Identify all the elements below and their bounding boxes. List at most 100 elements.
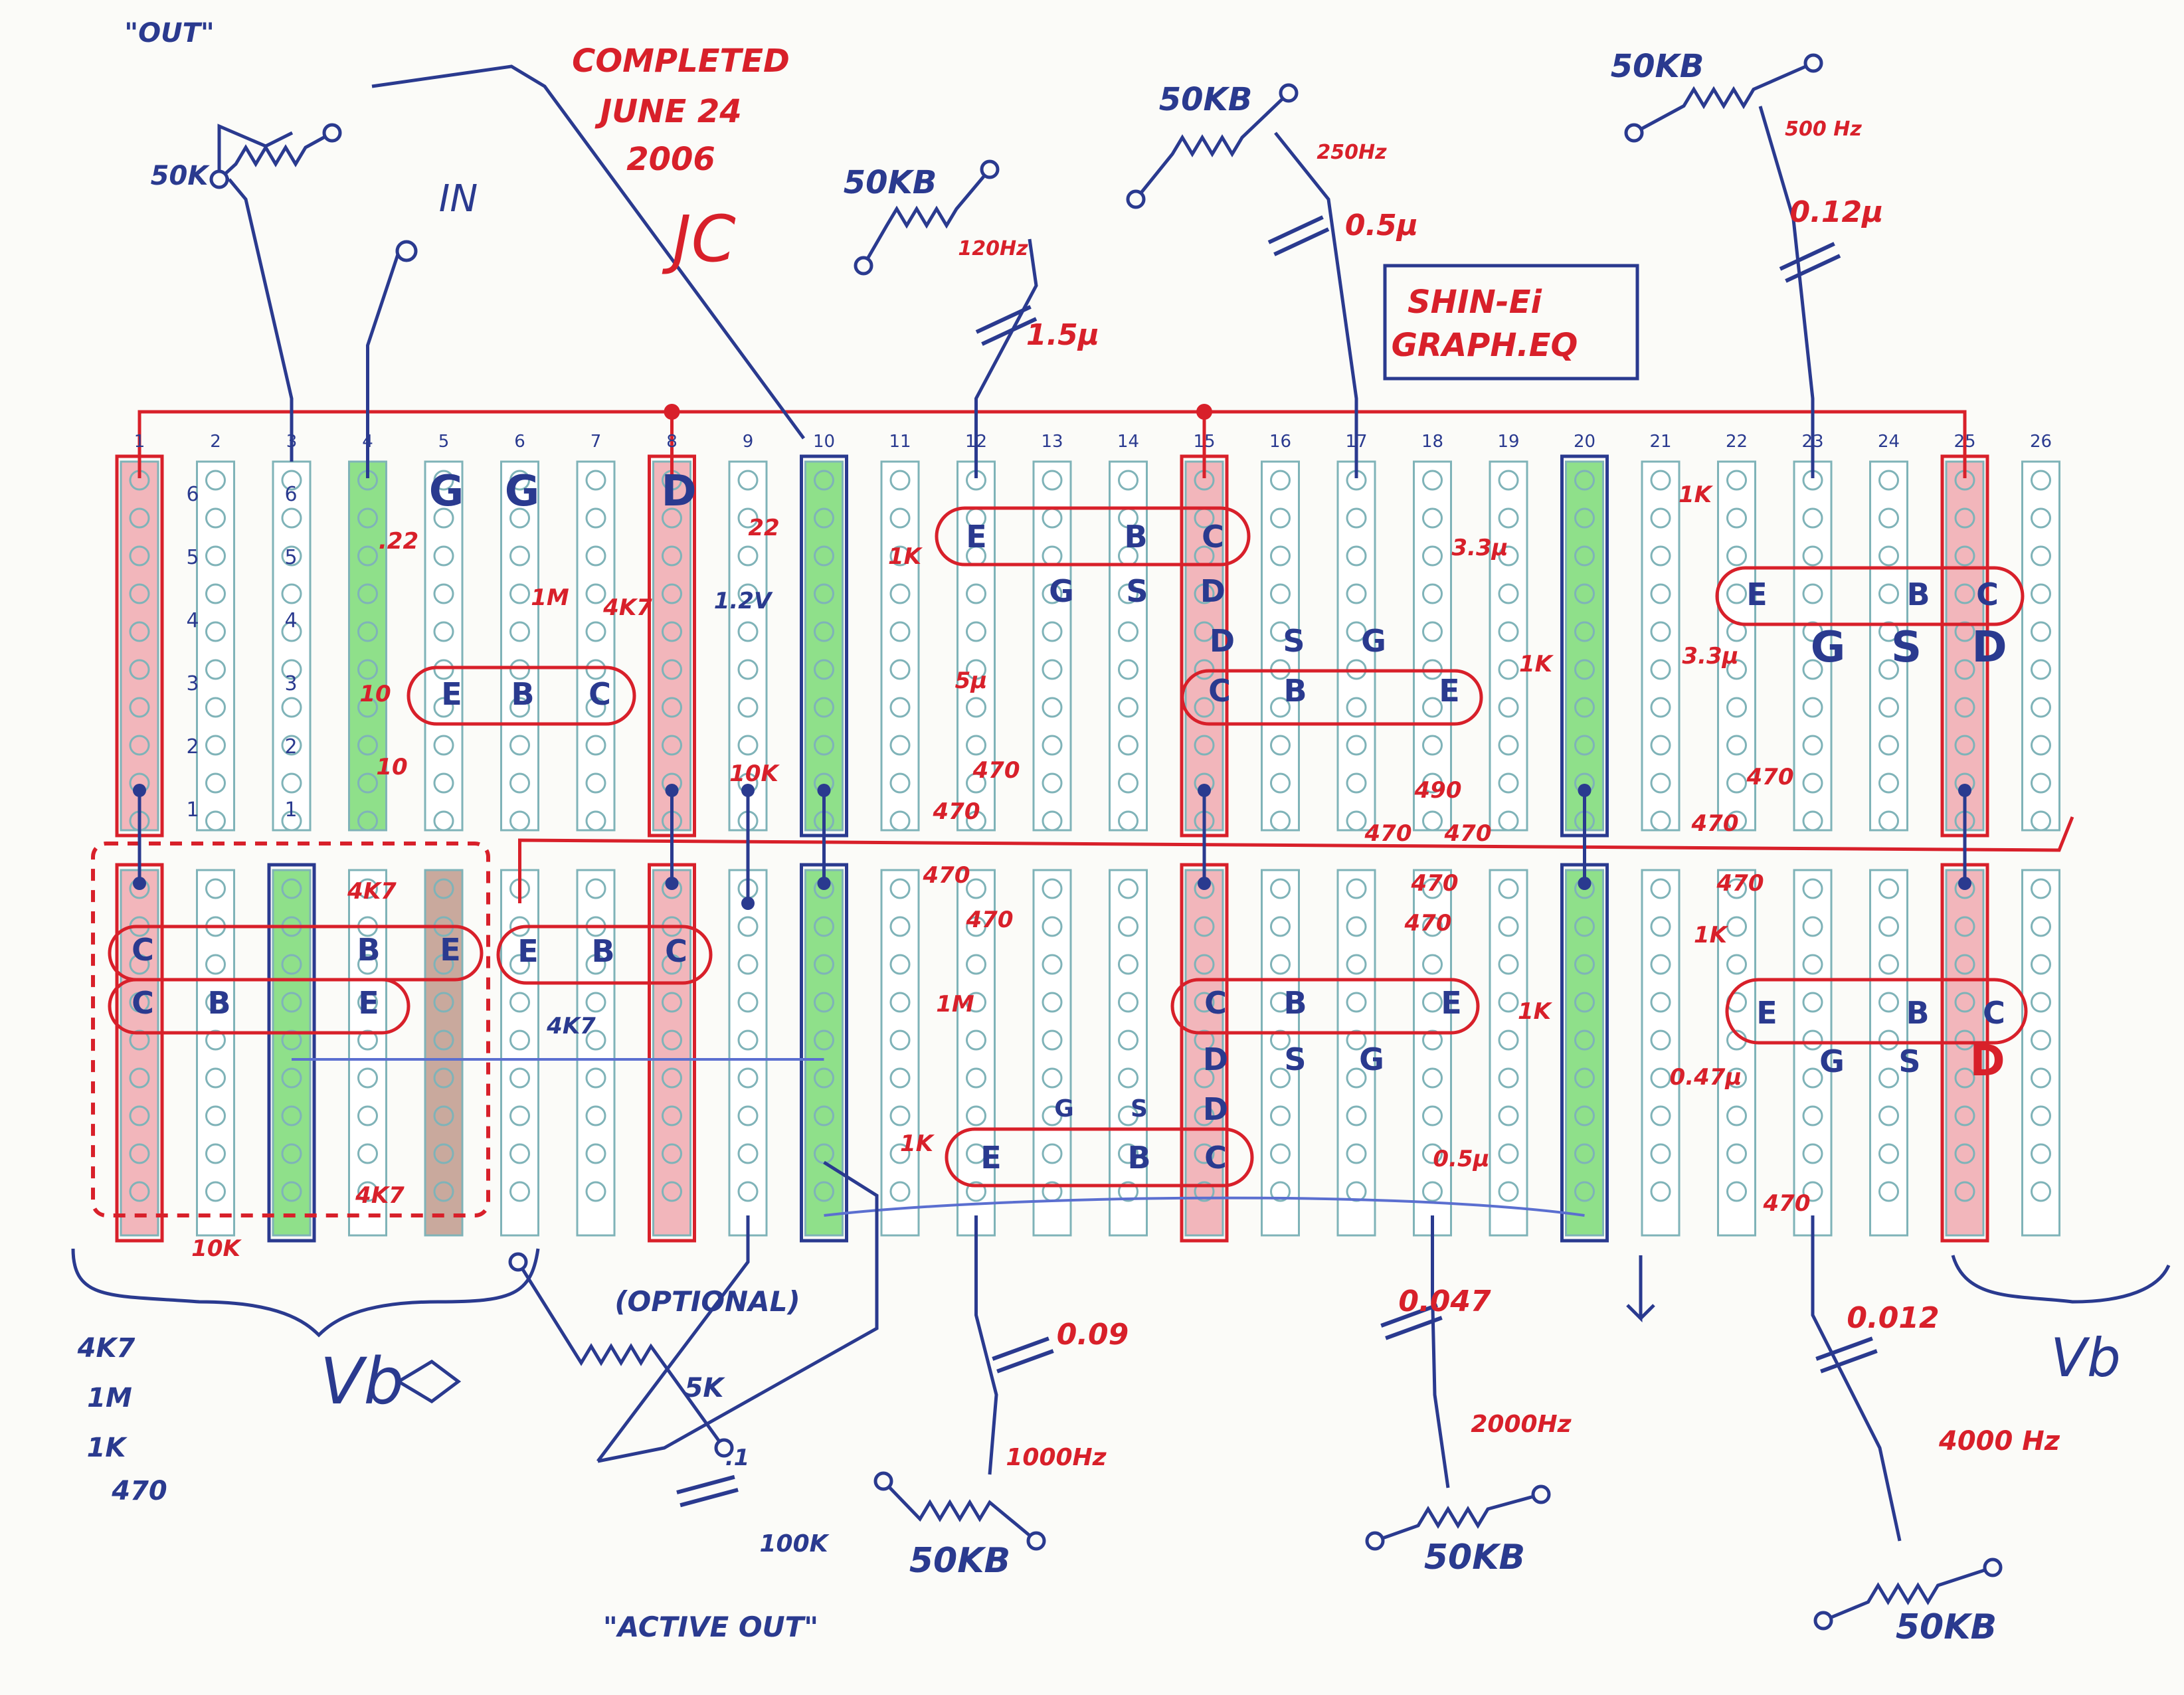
out-wire [228,178,294,462]
strip-hole [1878,772,1899,794]
strip-hole [1802,545,1823,567]
cap-plate [1385,1316,1443,1340]
pin-d-lm2: D [1202,1091,1229,1127]
strip [348,869,387,1237]
pin-e-ul: E [441,676,462,712]
strip-hole [1802,810,1823,832]
strip-hole [1346,1105,1367,1126]
strip [652,460,691,832]
val-r490: 490 [1414,777,1462,804]
strip-hole [129,1029,150,1051]
solder-dot [665,784,679,797]
transistor-outline [407,666,636,726]
band-4-pot-symbol [882,1480,1038,1542]
strip [1184,869,1224,1237]
strip-hole [1498,1105,1519,1126]
pin-b-lm: B [1283,985,1307,1021]
strip-hole [2031,583,2051,604]
strip-hole [205,1105,226,1126]
strip-hole [357,1105,378,1126]
strip-hole [1726,772,1747,794]
strip-hole [281,1181,302,1202]
val-r1md: 1M [936,991,974,1018]
band-5-wire [1431,1215,1450,1488]
strip-hole [966,810,986,832]
strip-hole [1042,954,1063,975]
strip-hole [662,621,682,642]
val-r470k: 470 [1364,820,1412,847]
strip-hole [1042,1029,1063,1051]
strip-hole [1802,735,1823,756]
strip [1413,460,1452,832]
strip-hole [1422,916,1443,937]
pin-b-ul: B [511,676,535,712]
strip-hole [1118,992,1138,1013]
column-number: 7 [590,432,602,452]
strip [804,460,844,832]
pot-terminal [209,169,229,189]
strip-hole [1498,583,1519,604]
pot-terminal [1983,1558,2003,1577]
strip-hole [281,772,302,794]
strip-hole [1042,1105,1063,1126]
transistor-outline [1170,978,1480,1035]
val-r470g: 470 [1691,810,1739,837]
strip-hole [1422,954,1443,975]
strip-hole [1194,954,1215,975]
val-c10a: 10 [359,681,391,707]
strip-hole [509,992,530,1013]
strip-hole [1650,1067,1671,1089]
optional-label: (OPTIONAL) [614,1285,800,1318]
row-number: 3 [284,672,298,695]
strip-hole [1042,916,1063,937]
strip-hole [1878,1181,1899,1202]
solder-dot [741,897,755,910]
pot-terminal [1279,83,1299,103]
strip-hole [814,954,834,975]
out-pot-label: 50K [150,161,209,191]
pin-b-lr: B [1906,995,1930,1031]
completed-line-2: JUNE 24 [600,93,742,130]
val-c22b: 22 [748,515,780,541]
strip-hole [1422,470,1443,491]
strip-hole [1878,878,1899,899]
strip-hole [662,1067,682,1089]
strip-hole [509,659,530,680]
strip [1945,869,1985,1237]
strip-hole [509,954,530,975]
strip-hole [1726,470,1747,491]
strip-hole [889,507,911,529]
strip-hole [1270,470,1291,491]
cap-plate [1820,1349,1878,1374]
strip-hole [1118,916,1138,937]
strip-hole [1878,1143,1899,1164]
strip-hole [1954,583,1975,604]
strip-hole [205,697,226,718]
strip-hole [357,697,378,718]
strip [196,869,235,1237]
strip-hole [1574,697,1595,718]
strip-hole [1878,545,1899,567]
strip-hole [737,507,759,529]
strip-hole [2031,878,2051,899]
val-r470f: 470 [1746,764,1794,790]
strip-hole [281,1105,302,1126]
strip-hole [1574,1181,1595,1202]
pot-terminal [980,159,1000,179]
pin-g-ur: G [1810,623,1846,672]
strip-hole [1422,810,1443,832]
strip-hole [205,545,226,567]
column-number: 22 [1725,432,1748,452]
pin-d-um: D [1200,573,1226,609]
strip-hole [2031,992,2051,1013]
strip-hole [966,1105,986,1126]
band-1-pot: 50KB [843,164,937,201]
in-wire [366,252,401,478]
strip-hole [814,735,834,756]
strip-hole [1650,507,1671,529]
strip-hole [1878,470,1899,491]
strip-hole [205,1143,226,1164]
val-r4k7b: 4K7 [347,878,397,905]
strip-hole [1802,1143,1823,1164]
strip-hole [357,1181,378,1202]
